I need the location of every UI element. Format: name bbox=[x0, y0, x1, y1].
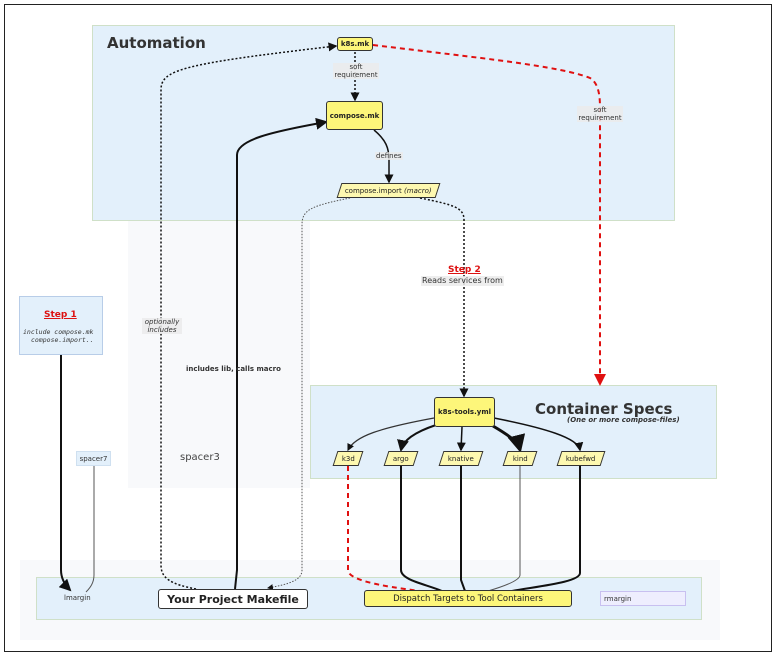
label-defines: defines bbox=[375, 152, 403, 160]
compose-import-macro: (macro) bbox=[404, 186, 432, 195]
edge-macro-to-makefile bbox=[267, 197, 351, 591]
edge-tools-knative bbox=[456, 426, 466, 452]
step2-title: Step 2 bbox=[448, 265, 481, 275]
node-k8s-mk[interactable]: k8s.mk bbox=[337, 37, 373, 51]
rmargin-box: rmargin bbox=[600, 591, 686, 606]
edge-optionally-includes bbox=[160, 42, 338, 590]
edge-spacer7 bbox=[85, 466, 95, 593]
spacer3-label: spacer3 bbox=[180, 452, 220, 463]
automation-title: Automation bbox=[107, 34, 206, 52]
edge-tools-kind bbox=[492, 424, 526, 453]
node-compose-mk[interactable]: compose.mk bbox=[326, 101, 383, 130]
node-compose-import[interactable]: compose.import (macro) bbox=[336, 183, 441, 198]
edge-kind-dispatch bbox=[487, 466, 521, 592]
label-includes-lib: includes lib, calls macro bbox=[186, 365, 281, 373]
node-kind[interactable]: kind bbox=[502, 451, 538, 466]
step1-line2: compose.import.. bbox=[31, 336, 94, 344]
container-specs-title: Container Specs bbox=[535, 400, 673, 418]
edge-k3d-dispatch-red bbox=[347, 466, 421, 592]
edge-kubefwd-dispatch bbox=[511, 466, 581, 592]
step1-box bbox=[19, 296, 103, 355]
node-knative[interactable]: knative bbox=[438, 451, 484, 466]
node-dispatch[interactable]: Dispatch Targets to Tool Containers bbox=[364, 590, 572, 607]
edge-tools-argo bbox=[397, 424, 437, 452]
spacer7-box: spacer7 bbox=[76, 451, 111, 466]
edge-argo-dispatch bbox=[400, 466, 443, 592]
edge-tools-kubefwd bbox=[493, 417, 584, 452]
node-argo[interactable]: argo bbox=[383, 451, 419, 466]
step2-subtitle: Reads services from bbox=[421, 276, 504, 286]
step1-line1: include compose.mk bbox=[23, 328, 94, 336]
edge-includes-lib bbox=[234, 117, 328, 590]
step1-title: Step 1 bbox=[44, 310, 77, 320]
edge-knative-dispatch bbox=[460, 466, 466, 592]
node-kubefwd[interactable]: kubefwd bbox=[556, 451, 606, 466]
lmargin-label: lmargin bbox=[64, 594, 91, 602]
node-k3d[interactable]: k3d bbox=[332, 451, 364, 466]
edge-soft-requirement-red bbox=[372, 44, 606, 386]
edge-tools-k3d bbox=[347, 417, 435, 452]
node-project-makefile[interactable]: Your Project Makefile bbox=[158, 589, 308, 609]
edge-step1-lmargin bbox=[58, 355, 72, 592]
container-specs-subtitle: (One or more compose-files) bbox=[567, 416, 680, 424]
compose-import-label: compose.import bbox=[345, 186, 403, 195]
spacer-region bbox=[128, 220, 310, 488]
node-k8s-tools-yml[interactable]: k8s-tools.yml bbox=[434, 397, 495, 427]
edge-step2 bbox=[419, 197, 469, 398]
